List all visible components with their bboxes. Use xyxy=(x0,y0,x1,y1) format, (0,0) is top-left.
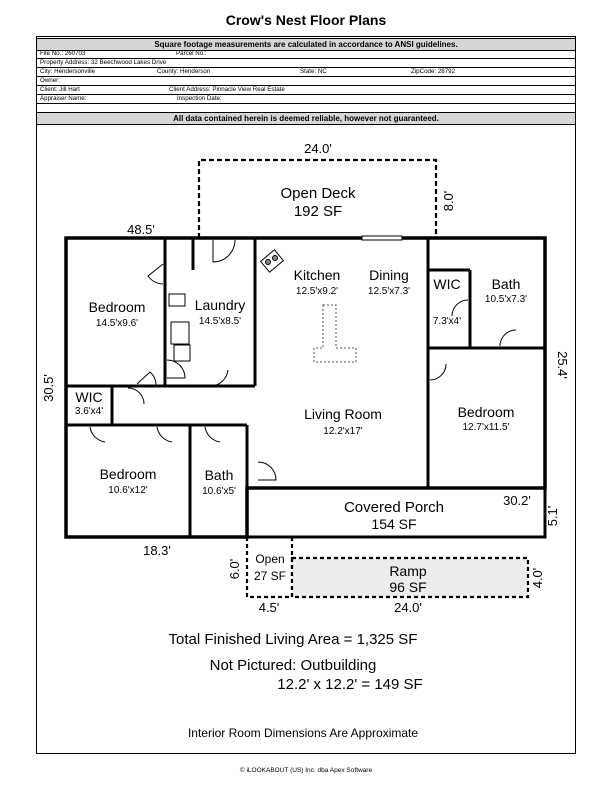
room-wic-w-size: 3.6'x4' xyxy=(75,406,103,417)
total-living-area: Total Finished Living Area = 1,325 SF xyxy=(169,631,418,648)
document-title: Crow's Nest Floor Plans xyxy=(225,12,387,28)
room-open-name: Open xyxy=(255,552,284,566)
room-kitchen-name: Kitchen xyxy=(294,267,341,283)
porch-outline xyxy=(245,488,547,539)
dim-house-right: 25.4' xyxy=(555,351,570,379)
info-row-owner: Owner: xyxy=(36,77,576,86)
room-bedroom-sw-size: 10.6'x12' xyxy=(108,485,147,496)
door-swings xyxy=(89,239,517,481)
footer-copyright: © iLOOKABOUT (US) Inc. dba Apex Software xyxy=(239,767,373,774)
room-porch-area: 154 SF xyxy=(371,516,416,532)
dim-house-left: 30.5' xyxy=(41,374,56,402)
zip-code: ZipCode: 28792 xyxy=(411,68,456,75)
room-bedroom-e-name: Bedroom xyxy=(458,404,515,420)
fixtures xyxy=(168,249,357,363)
room-wic-ne-size: 7.3'x4' xyxy=(433,316,461,327)
dim-porch-width: 30.2' xyxy=(503,493,531,508)
outbuilding-area: 12.2' x 12.2' = 149 SF xyxy=(277,676,422,693)
dim-open-width: 4.5' xyxy=(259,600,280,615)
interior-walls xyxy=(66,238,545,537)
room-bath-ne-size: 10.5'x7.3' xyxy=(485,294,527,305)
state: State: NC xyxy=(300,68,327,75)
room-bedroom-sw-name: Bedroom xyxy=(100,466,157,482)
dim-deck-depth: 8.0' xyxy=(441,191,456,212)
ansi-notice: Square footage measurements are calculat… xyxy=(36,38,576,51)
city: City: Hendersonville xyxy=(40,68,96,75)
file-no: File No.: 260703 xyxy=(40,50,86,57)
room-dining-name: Dining xyxy=(369,267,409,283)
reliability-notice: All data contained herein is deemed reli… xyxy=(36,112,576,125)
room-bath-ne-name: Bath xyxy=(492,276,521,292)
room-bedroom-nw-name: Bedroom xyxy=(89,299,146,315)
room-bedroom-e-size: 12.7'x11.5' xyxy=(462,422,509,433)
room-ramp-area: 96 SF xyxy=(389,579,426,595)
room-bedroom-nw-size: 14.5'x9.6' xyxy=(96,318,138,329)
parcel-no: Parcel No.: xyxy=(176,50,207,57)
room-bath-s-size: 10.6'x5' xyxy=(202,486,236,497)
page-frame xyxy=(36,36,576,754)
room-living-name: Living Room xyxy=(304,406,382,422)
dim-open-depth: 6.0' xyxy=(227,559,242,580)
not-pictured: Not Pictured: Outbuilding xyxy=(210,657,377,674)
client-address: Client Address: Pinnacle View Real Estat… xyxy=(169,86,285,93)
room-kitchen-size: 12.5'x9.2' xyxy=(296,286,338,297)
dim-ramp-width: 24.0' xyxy=(394,600,422,615)
property-info-table: File No.: 260703 Parcel No.: Property Ad… xyxy=(36,50,576,112)
dim-bottom-left: 18.3' xyxy=(143,543,171,558)
info-row-client: Client: Jill Hart Client Address: Pinnac… xyxy=(36,86,576,95)
appraiser-name: Appraiser Name: xyxy=(40,95,87,102)
dim-ramp-depth: 4.0' xyxy=(530,568,545,589)
dim-house-top: 48.5' xyxy=(127,222,155,237)
room-porch-name: Covered Porch xyxy=(344,499,444,516)
owner: Owner: xyxy=(40,77,60,84)
room-open-area: 27 SF xyxy=(254,569,286,583)
room-living-size: 12.2'x17' xyxy=(323,426,362,437)
room-wic-w-name: WIC xyxy=(75,389,102,405)
ramp-outline xyxy=(290,556,530,599)
info-row-file: File No.: 260703 Parcel No.: xyxy=(36,50,576,59)
open-outline xyxy=(245,537,294,599)
info-row-location: City: Hendersonville County: Henderson S… xyxy=(36,68,576,77)
dimensions-disclaimer: Interior Room Dimensions Are Approximate xyxy=(188,726,418,740)
county: County: Henderson xyxy=(157,68,211,75)
dim-deck-width: 24.0' xyxy=(304,141,332,156)
client: Client: Jill Hart xyxy=(40,86,80,93)
room-laundry-name: Laundry xyxy=(195,297,246,313)
sliding-door xyxy=(361,235,403,241)
dim-porch-depth: 5.1' xyxy=(545,506,560,527)
room-wic-ne-name: WIC xyxy=(433,276,460,292)
property-address: Property Address: 32 Beechwood Lakes Dri… xyxy=(40,59,167,66)
room-ramp-name: Ramp xyxy=(389,563,427,579)
deck-outline xyxy=(197,158,438,238)
room-dining-size: 12.5'x7.3' xyxy=(368,286,410,297)
info-row-address: Property Address: 32 Beechwood Lakes Dri… xyxy=(36,59,576,68)
inspection-date: Inspection Date: xyxy=(177,95,222,102)
room-deck-area: 192 SF xyxy=(294,203,342,220)
room-bath-s-name: Bath xyxy=(205,467,234,483)
info-row-appraiser: Appraiser Name: Inspection Date: xyxy=(36,95,576,104)
room-laundry-size: 14.5'x8.5' xyxy=(199,316,241,327)
room-deck-name: Open Deck xyxy=(280,185,356,202)
